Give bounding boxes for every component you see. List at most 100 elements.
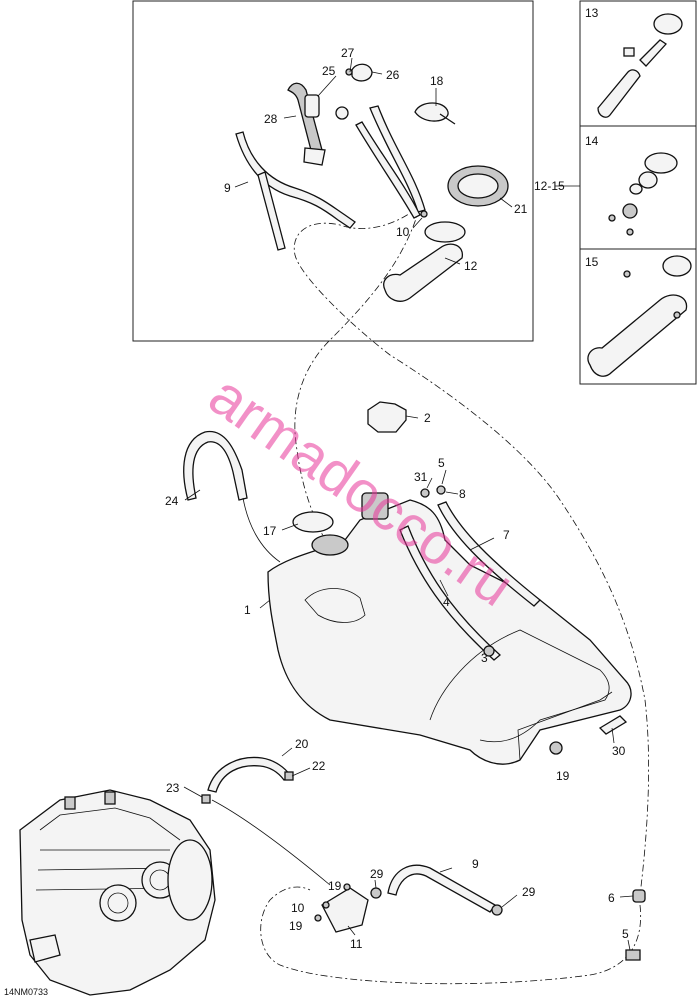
- callout-1: 1: [244, 603, 251, 617]
- callout-19-pump-lower: 19: [289, 919, 303, 933]
- oring-13: [653, 13, 683, 35]
- screw-15: [623, 270, 631, 278]
- callout-31: 31: [414, 470, 428, 484]
- callout-9-lower: 9: [472, 857, 479, 871]
- callout-4: 4: [443, 595, 450, 609]
- callout-22: 22: [312, 759, 326, 773]
- oring-14-large: [644, 152, 678, 174]
- callout-13: 13: [585, 6, 599, 20]
- clamp-fitting: [335, 106, 349, 120]
- screw-15b: [673, 311, 681, 319]
- callout-3: 3: [481, 651, 488, 665]
- callout-19-tank: 19: [556, 769, 570, 783]
- pump-opening: [311, 534, 349, 556]
- carburetor-left: [99, 884, 137, 922]
- callout-12-15: 12-15: [534, 179, 565, 193]
- callout-19-pump-upper: 19: [328, 879, 342, 893]
- fitting-31: [420, 488, 430, 498]
- spark-plug-2: [104, 791, 116, 805]
- pump-filter-15: [587, 294, 688, 377]
- clamp-23: [201, 794, 211, 804]
- callout-5-lower: 5: [622, 927, 629, 941]
- callout-27: 27: [341, 46, 355, 60]
- valve-14: [622, 203, 638, 219]
- fuel-pump-detail-box: [132, 0, 534, 342]
- callout-26: 26: [386, 68, 400, 82]
- callout-29-right: 29: [522, 885, 536, 899]
- flywheel-cover: [167, 839, 213, 921]
- cable-tie-18: [414, 102, 456, 125]
- callout-12: 12: [464, 259, 478, 273]
- clamp-29a: [370, 887, 382, 899]
- drawing-code: 14NM0733: [4, 987, 48, 997]
- screw-27: [345, 68, 353, 76]
- detail-box-15: [579, 248, 697, 385]
- vent-hose-9-branch: [257, 171, 286, 251]
- fuel-cap-2: [367, 401, 407, 433]
- callout-25: 25: [322, 64, 336, 78]
- callout-2: 2: [424, 411, 431, 425]
- fitting-25: [304, 94, 320, 118]
- vent-hose-9-upper: [235, 131, 356, 229]
- clamp-3: [483, 645, 495, 657]
- callout-5-upper: 5: [438, 456, 445, 470]
- filler-neck: [361, 492, 389, 520]
- callout-20: 20: [295, 737, 309, 751]
- fuel-line-20: [207, 756, 291, 793]
- pump-flange: [424, 221, 466, 243]
- callout-28: 28: [264, 112, 278, 126]
- clamp-26: [351, 63, 373, 82]
- valve-6: [632, 889, 646, 903]
- fitting-10: [420, 210, 428, 218]
- callout-8: 8: [459, 487, 466, 501]
- fuel-pump-12: [383, 243, 463, 302]
- callout-29-left: 29: [370, 867, 384, 881]
- pump-outlet-hose: [639, 39, 667, 67]
- nut-19-tank: [549, 741, 563, 755]
- fuel-hose-9-lower: [387, 864, 496, 913]
- clamp-29b: [491, 904, 503, 916]
- tank-side-recess: [304, 588, 366, 623]
- callout-30: 30: [612, 744, 626, 758]
- callout-17: 17: [263, 524, 277, 538]
- fuel-pump-11: [321, 887, 369, 933]
- clamp-8: [436, 485, 446, 495]
- pump-hose: [369, 105, 426, 213]
- bolt-30: [598, 715, 628, 735]
- oring-14-medium: [638, 171, 658, 189]
- vent-hose-24: [183, 430, 248, 501]
- callout-11: 11: [350, 937, 363, 951]
- callout-15: 15: [585, 255, 599, 269]
- leader-lines: [183, 57, 634, 951]
- tank-seat-channel: [429, 629, 610, 743]
- clamp-22: [284, 771, 294, 781]
- callout-14: 14: [585, 134, 599, 148]
- callout-23: 23: [166, 781, 180, 795]
- screw-14: [608, 214, 616, 222]
- fitting-13: [623, 47, 635, 57]
- fitting-5-lower: [625, 949, 641, 961]
- screw-19-upper: [343, 883, 351, 891]
- fitting-10-lower: [322, 901, 330, 909]
- lock-ring-21-inner: [457, 173, 499, 199]
- callout-9-upper: 9: [224, 181, 231, 195]
- callout-10-lower: 10: [291, 901, 305, 915]
- starter: [29, 934, 61, 963]
- fuel-line-28: [287, 82, 323, 155]
- nut-14: [626, 228, 634, 236]
- oring-15: [662, 255, 692, 277]
- fuel-tank-1: [267, 499, 632, 765]
- pump-hose-2: [355, 121, 421, 219]
- callout-10-upper: 10: [396, 225, 410, 239]
- callout-18: 18: [430, 74, 444, 88]
- fuel-route-line-bottom: [260, 886, 642, 985]
- spark-plug-1: [64, 796, 76, 810]
- screw-19-lower: [314, 914, 322, 922]
- vent-hose-7: [437, 501, 541, 607]
- quick-connect: [303, 147, 326, 166]
- callout-21: 21: [514, 202, 528, 216]
- callout-7: 7: [503, 528, 510, 542]
- fuel-pump-module-13: [597, 69, 641, 118]
- callout-6: 6: [608, 891, 615, 905]
